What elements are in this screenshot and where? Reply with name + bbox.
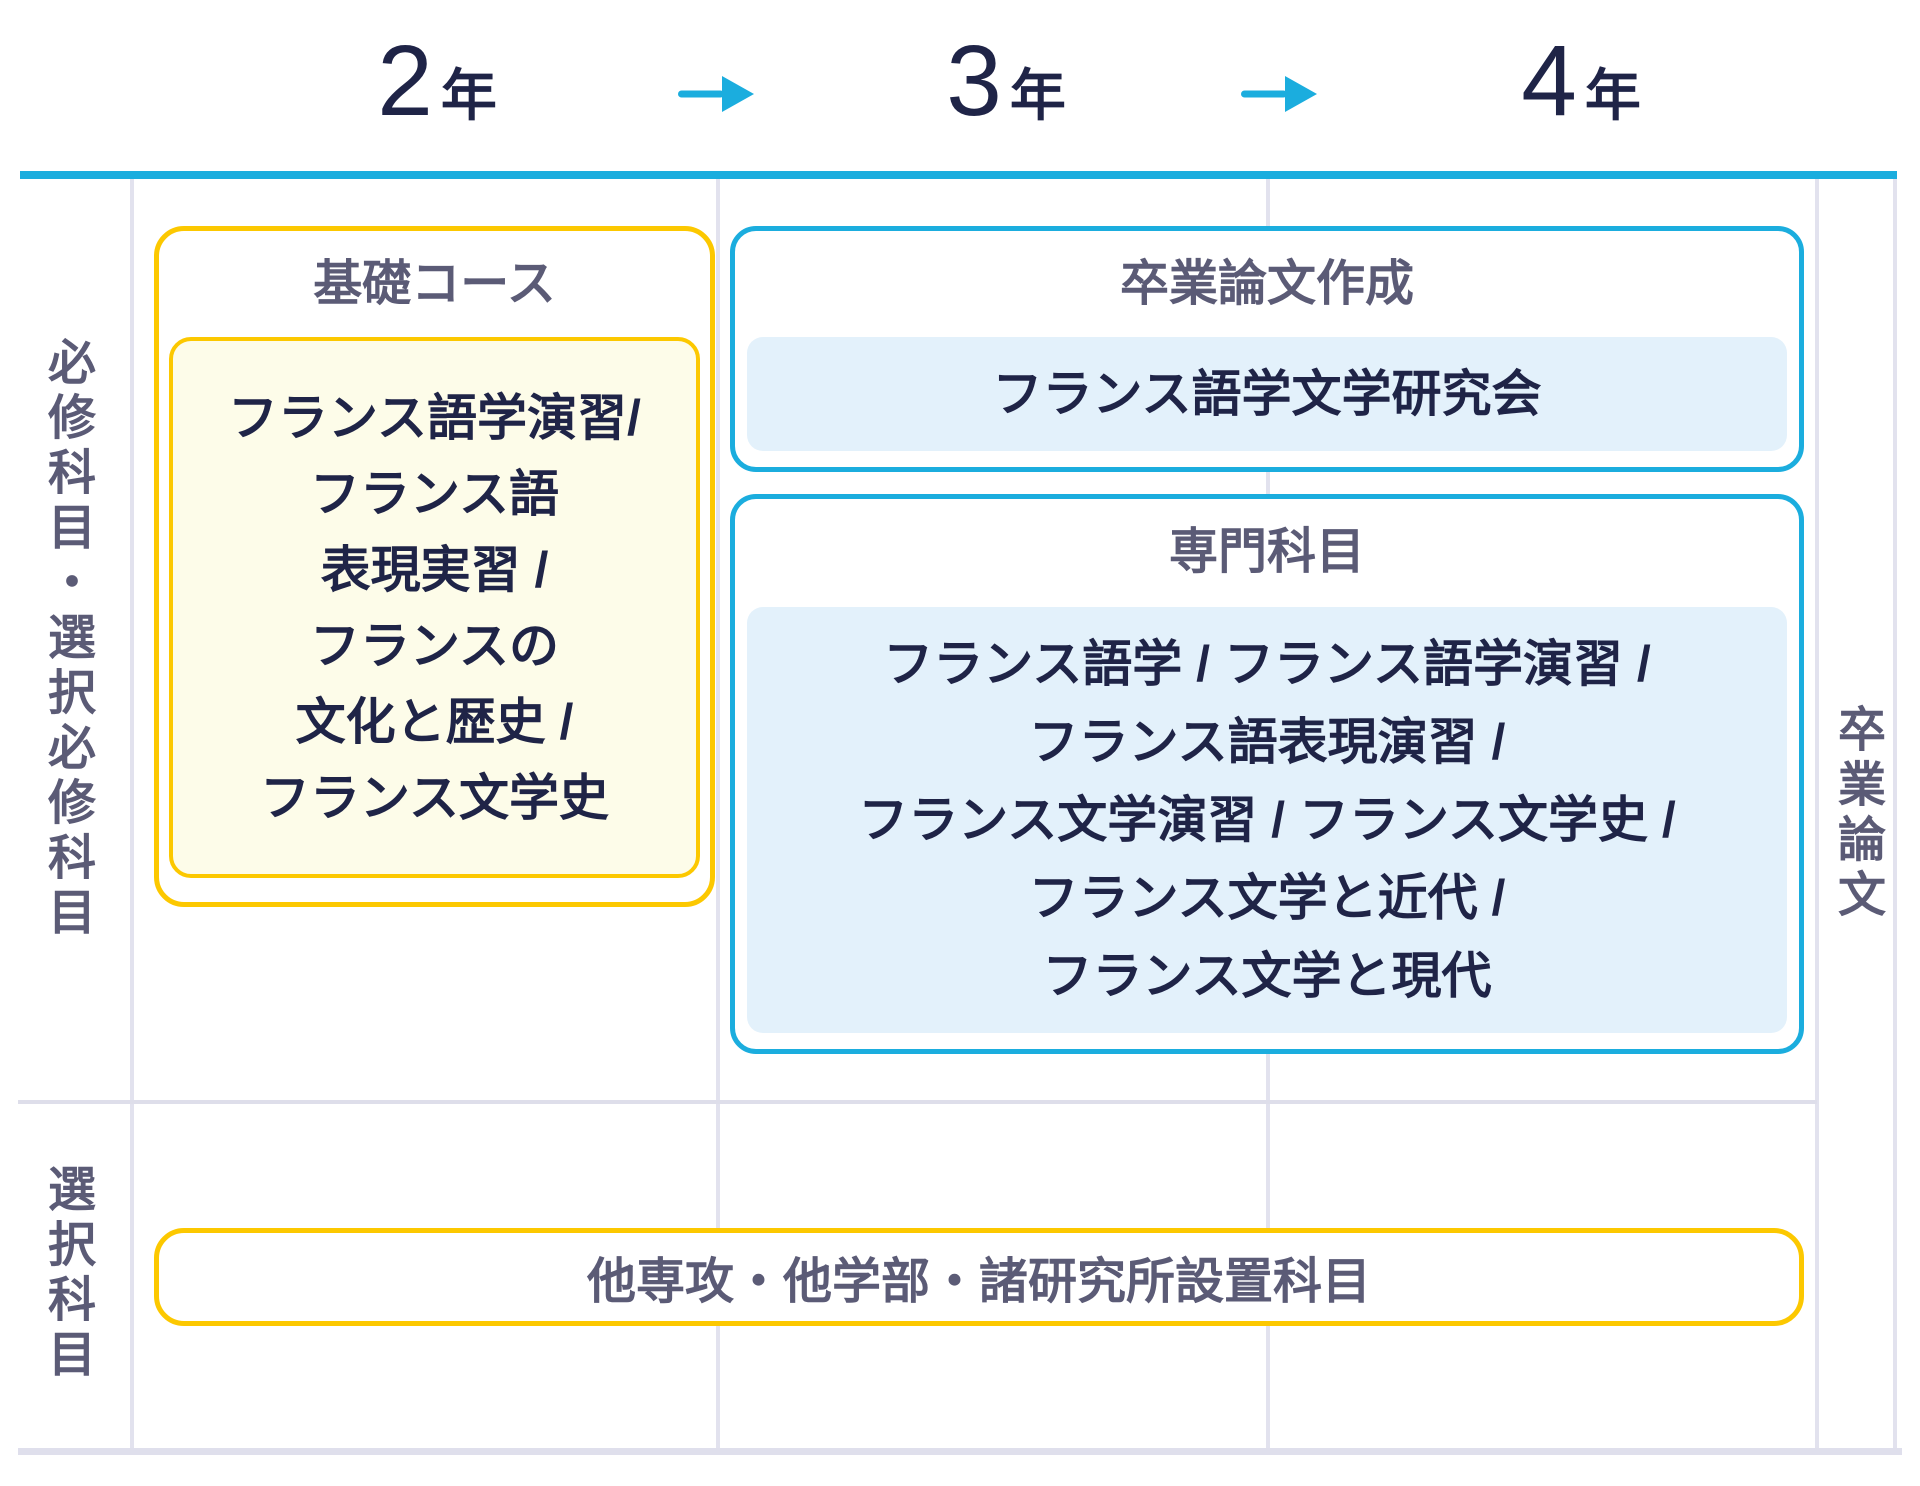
other-courses-label: 他専攻・他学部・諸研究所設置科目: [586, 1254, 1371, 1309]
other-courses-box: 他専攻・他学部・諸研究所設置科目: [154, 1228, 1804, 1326]
specialized-courses-box: 専門科目 フランス語学 / フランス語学演習 / フランス語表現演習 / フラン…: [730, 494, 1804, 1054]
course-line: フランスの: [310, 617, 559, 674]
header-year-4: 4 年: [1431, 26, 1731, 142]
year-suffix: 年: [1009, 64, 1066, 127]
thesis-writing-box: 卒業論文作成 フランス語学文学研究会: [730, 226, 1804, 472]
timeline-line: [20, 171, 1897, 179]
row-label-elective-courses: 選択科目: [40, 1164, 93, 1384]
specialized-courses-content: フランス語学 / フランス語学演習 / フランス語表現演習 / フランス文学演習…: [747, 607, 1787, 1033]
thesis-research-group-box: フランス語学文学研究会: [747, 337, 1787, 451]
course-line: フランス語: [310, 465, 559, 522]
course-line: フランス文学演習 / フランス文学史 /: [858, 792, 1676, 848]
course-line: フランス文学と近代 /: [1028, 870, 1506, 926]
year-number: 2: [377, 25, 433, 137]
right-arrow-icon: [1241, 76, 1317, 112]
row-label-required-courses: 必修科目・選択必修科目: [40, 337, 93, 942]
year-number: 4: [1521, 25, 1577, 137]
header-year-2: 2 年: [287, 26, 587, 142]
row-divider-line: [18, 1100, 1817, 1104]
grid-line-vertical-1: [130, 179, 134, 1451]
header-year-3: 3 年: [856, 26, 1156, 142]
basic-course-box: 基礎コース フランス語学演習/ フランス語 表現実習 / フランスの 文化と歴史…: [154, 226, 715, 907]
grid-line-vertical-5: [1893, 179, 1897, 1451]
column-label-graduation-thesis: 卒業論文: [1830, 703, 1883, 924]
bottom-border-line: [18, 1448, 1902, 1455]
course-line: フランス語学 / フランス語学演習 /: [883, 636, 1651, 692]
grid-line-vertical-4: [1815, 179, 1819, 1451]
thesis-writing-title: 卒業論文作成: [1119, 257, 1414, 311]
course-line: フランス文学史: [260, 769, 609, 826]
course-line: フランス語表現演習 /: [1028, 714, 1506, 770]
right-arrow-icon: [678, 76, 754, 112]
course-line: フランス文学と現代: [1042, 948, 1492, 1004]
basic-course-title: 基礎コース: [313, 257, 556, 311]
thesis-research-group-label: フランス語学文学研究会: [992, 366, 1542, 422]
course-line: フランス語学演習/: [228, 389, 641, 446]
grid-line-vertical-2: [716, 179, 720, 1451]
course-line: 文化と歴史 /: [295, 693, 574, 750]
course-line: 表現実習 /: [320, 541, 549, 598]
specialized-courses-title: 専門科目: [1168, 525, 1365, 579]
year-suffix: 年: [440, 64, 497, 127]
year-suffix: 年: [1584, 64, 1641, 127]
year-number: 3: [946, 25, 1002, 137]
basic-course-content: フランス語学演習/ フランス語 表現実習 / フランスの 文化と歴史 / フラン…: [169, 337, 700, 878]
